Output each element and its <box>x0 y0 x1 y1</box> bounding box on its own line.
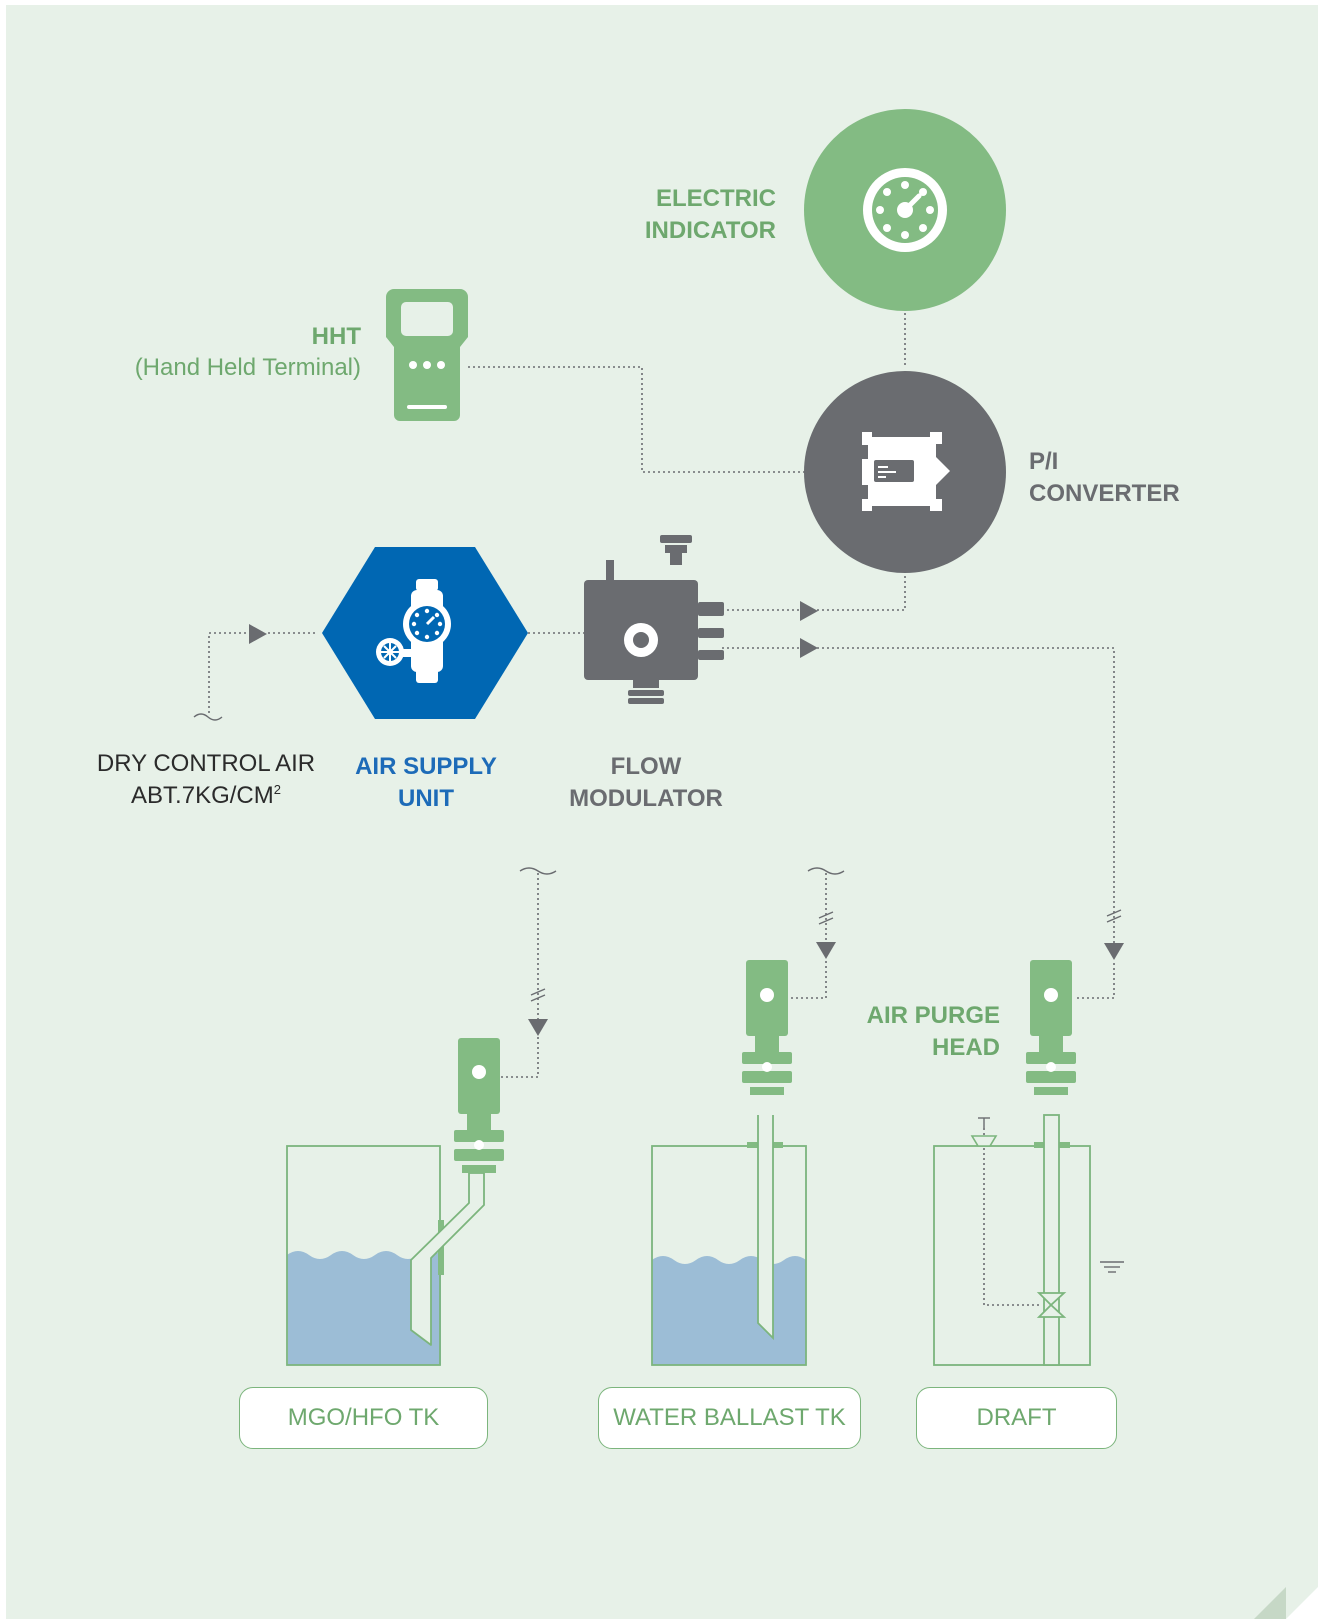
hht-subtitle: (Hand Held Terminal) <box>134 354 361 381</box>
air-purge-head-label: AIR PURGE HEAD <box>826 1000 1000 1064</box>
electric-indicator-label: ELECTRIC INDICATOR <box>606 183 776 247</box>
air-supply-icon <box>376 579 451 683</box>
diagram-canvas: ELECTRIC INDICATOR HHT (Hand Held Termin… <box>6 5 1318 1619</box>
electric-indicator-line2: INDICATOR <box>644 217 776 244</box>
air-purge-line1: AIR PURGE <box>866 1002 1000 1029</box>
flow-modulator-icon <box>584 535 724 704</box>
purge-head-icon <box>742 960 792 1095</box>
dry-air-line2: ABT.7KG/CM2 <box>86 780 326 812</box>
tank-label-draft: DRAFT <box>916 1387 1117 1449</box>
draft-tank <box>933 1114 1124 1366</box>
open-ends <box>193 713 1122 1002</box>
connection-lines <box>208 313 1115 1306</box>
dry-air-line1: DRY CONTROL AIR <box>96 750 316 777</box>
pi-converter-line2: CONVERTER <box>1029 480 1180 507</box>
water-ballast-tank <box>651 1115 807 1366</box>
pi-converter <box>804 371 1006 573</box>
tank-label-water-ballast: WATER BALLAST TK <box>598 1387 861 1449</box>
dry-air-superscript: 2 <box>273 782 281 797</box>
page-corner-fold <box>1254 1587 1286 1619</box>
electric-indicator-line1: ELECTRIC <box>656 185 776 212</box>
dry-control-air-label: DRY CONTROL AIR ABT.7KG/CM2 <box>86 748 326 812</box>
flow-diagram <box>193 109 1318 1619</box>
flow-modulator-line1: FLOW <box>610 753 682 780</box>
flow-modulator-line2: MODULATOR <box>569 785 723 812</box>
air-supply-line2: UNIT <box>398 785 454 812</box>
electric-indicator <box>804 109 1006 311</box>
pi-converter-label: P/I CONVERTER <box>1029 446 1180 510</box>
air-purge-line2: HEAD <box>931 1034 1000 1061</box>
handheld-terminal-icon <box>386 289 468 421</box>
page-corner <box>1286 1587 1318 1619</box>
dry-air-unit: ABT.7KG/CM <box>131 782 274 809</box>
air-supply-unit-label: AIR SUPPLY UNIT <box>326 751 526 815</box>
tank-label-mgo-hfo: MGO/HFO TK <box>239 1387 488 1449</box>
purge-head-icon <box>1026 960 1076 1095</box>
gauge-icon <box>863 168 947 252</box>
converter-icon <box>862 432 950 511</box>
purge-head-icon <box>454 1038 504 1173</box>
flow-arrows <box>249 601 1124 1036</box>
air-supply-unit <box>322 547 528 719</box>
air-supply-line1: AIR SUPPLY <box>355 753 497 780</box>
pi-converter-line1: P/I <box>1029 448 1059 475</box>
mgo-hfo-tank <box>286 1145 485 1366</box>
hht-title: HHT <box>311 323 361 350</box>
flow-modulator-label: FLOW MODULATOR <box>546 751 746 815</box>
